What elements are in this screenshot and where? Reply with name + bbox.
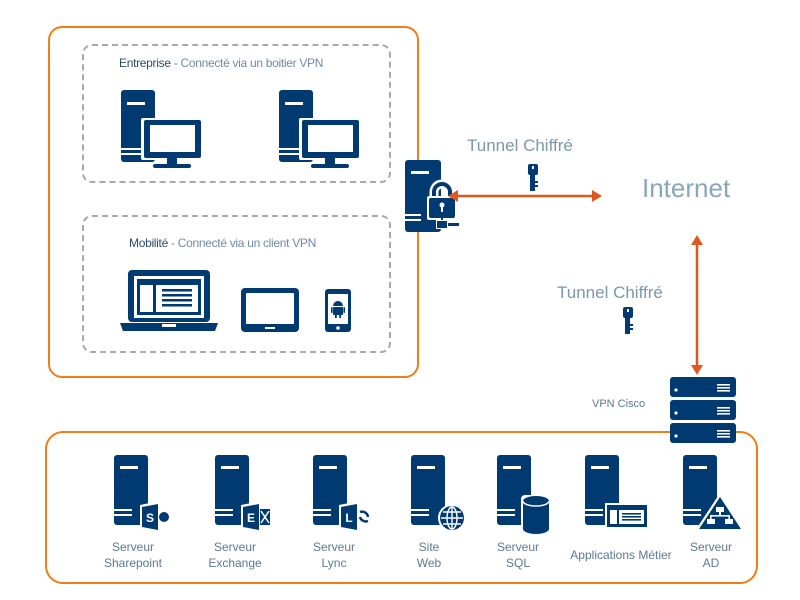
- key-icon: [528, 164, 538, 191]
- server-database-icon: [497, 455, 551, 535]
- server-label-line2: SQL: [505, 556, 530, 570]
- tunnel-right-label: Tunnel Chiffré: [557, 283, 663, 302]
- server-label-line1: Serveur: [689, 540, 733, 554]
- vpn-cisco-server-stack-icon: [670, 377, 736, 443]
- server-label-line1: Serveur: [111, 540, 155, 554]
- svg-text:S: S: [146, 511, 154, 525]
- internet-label: Internet: [642, 173, 731, 203]
- server-l-icon: L: [313, 455, 370, 533]
- mobility-group: [82, 215, 391, 353]
- tunnel-right-arrow: [691, 235, 703, 375]
- server-network-icon: [683, 455, 745, 531]
- key-icon: [623, 307, 633, 334]
- server-label-line1: Serveur: [496, 540, 540, 554]
- mobility-title: Mobilité - Connecté via un client VPN: [129, 236, 316, 250]
- server-label-line1: Site: [418, 540, 440, 554]
- vpn-gateway-lock-icon: [405, 160, 459, 232]
- server-s-icon: S: [114, 455, 169, 533]
- datacenter-box: [45, 431, 758, 584]
- android-phone-icon: [325, 289, 351, 332]
- laptop-icon: [120, 270, 218, 331]
- server-label-line2: AD: [702, 556, 720, 570]
- server-app-window-icon: [585, 455, 649, 529]
- enterprise-group: [82, 44, 391, 183]
- desktop-workstation-icon: [279, 90, 360, 168]
- enterprise-title: Entreprise - Connecté via un boitier VPN: [119, 56, 324, 70]
- server-globe-icon: [411, 455, 466, 532]
- server-label-line1: Serveur: [312, 540, 356, 554]
- server-label-line1: Serveur: [213, 540, 257, 554]
- tablet-icon: [241, 288, 299, 332]
- desktop-workstation-icon: [121, 90, 202, 168]
- server-label-line2: Sharepoint: [103, 556, 163, 570]
- server-e-icon: E: [215, 455, 270, 533]
- server-label-line2: Exchange: [208, 556, 262, 570]
- tunnel-top-label: Tunnel Chiffré: [467, 136, 573, 155]
- svg-text:E: E: [247, 511, 255, 525]
- server-label-line2: Lync: [321, 556, 347, 570]
- tunnel-top-arrow: [448, 190, 602, 202]
- vpn-cisco-label: VPN Cisco: [592, 398, 646, 410]
- server-label: Applications Métier: [551, 547, 691, 563]
- server-label-line2: Web: [416, 556, 442, 570]
- server-label-line1: Applications Métier: [570, 548, 672, 562]
- svg-text:L: L: [345, 511, 352, 525]
